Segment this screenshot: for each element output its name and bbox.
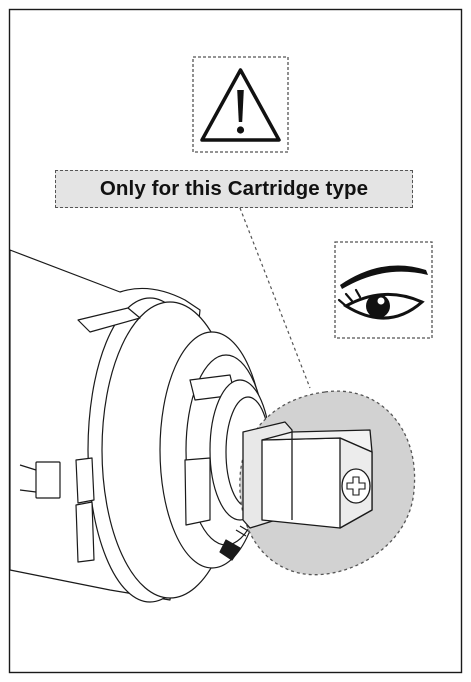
cartridge-type-notice: Only for this Cartridge type (55, 170, 413, 208)
toner-cartridge (9, 249, 271, 603)
leader-line (239, 207, 311, 389)
eye-icon (334, 241, 433, 339)
screw-head (341, 468, 371, 504)
magnified-detail (239, 390, 416, 576)
warning-triangle-icon (192, 56, 289, 153)
